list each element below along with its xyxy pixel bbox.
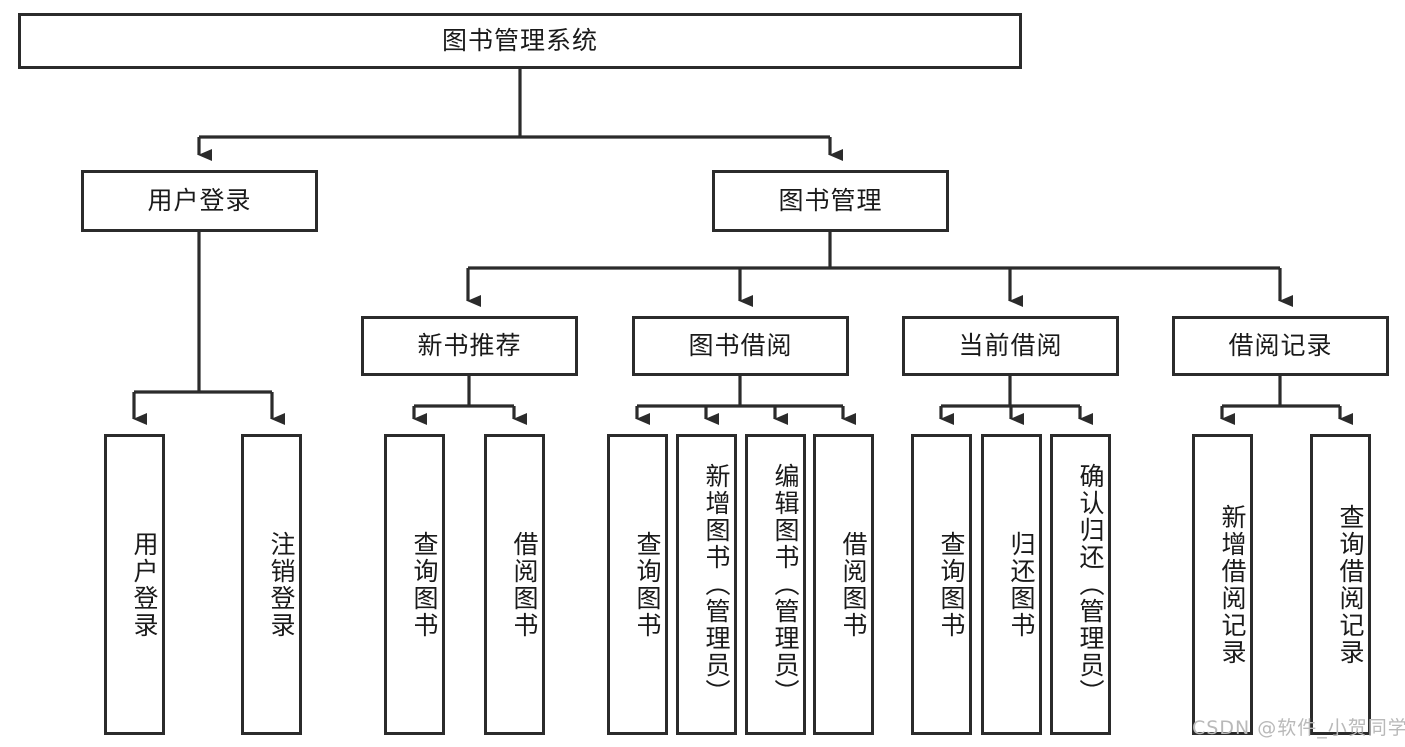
node-leaf-query-borrow-record-label: 查询借阅记录 bbox=[1336, 503, 1365, 666]
node-leaf-confirm-return[interactable]: 确认归还（管理员） bbox=[1050, 434, 1111, 735]
node-leaf-add-borrow-record-label: 新增借阅记录 bbox=[1218, 503, 1247, 666]
node-leaf-query-borrow-record[interactable]: 查询借阅记录 bbox=[1310, 434, 1371, 735]
node-leaf-query-book-2-label: 查询图书 bbox=[633, 530, 662, 639]
node-book-borrow[interactable]: 图书借阅 bbox=[632, 316, 849, 376]
node-leaf-confirm-return-label: 确认归还（管理员） bbox=[1076, 463, 1105, 706]
node-root[interactable]: 图书管理系统 bbox=[18, 13, 1022, 69]
node-book-manage[interactable]: 图书管理 bbox=[712, 170, 949, 232]
node-leaf-edit-book-label: 编辑图书（管理员） bbox=[771, 463, 800, 706]
node-leaf-add-book-label: 新增图书（管理员） bbox=[702, 463, 731, 706]
node-leaf-query-book-1-label: 查询图书 bbox=[410, 530, 439, 639]
node-leaf-query-book-3-label: 查询图书 bbox=[937, 530, 966, 639]
node-current-borrow-label: 当前借阅 bbox=[958, 331, 1063, 360]
node-leaf-logout-login-label: 注销登录 bbox=[267, 530, 296, 639]
node-leaf-return-book-label: 归还图书 bbox=[1007, 530, 1036, 639]
node-leaf-user-login-label: 用户登录 bbox=[130, 530, 159, 639]
node-user-login[interactable]: 用户登录 bbox=[81, 170, 318, 232]
node-leaf-query-book-1[interactable]: 查询图书 bbox=[384, 434, 445, 735]
node-borrow-record[interactable]: 借阅记录 bbox=[1172, 316, 1389, 376]
node-leaf-edit-book[interactable]: 编辑图书（管理员） bbox=[745, 434, 806, 735]
node-new-book-recommend-label: 新书推荐 bbox=[417, 331, 522, 360]
node-leaf-return-book[interactable]: 归还图书 bbox=[981, 434, 1042, 735]
node-current-borrow[interactable]: 当前借阅 bbox=[902, 316, 1119, 376]
node-new-book-recommend[interactable]: 新书推荐 bbox=[361, 316, 578, 376]
node-leaf-add-book[interactable]: 新增图书（管理员） bbox=[676, 434, 737, 735]
watermark: CSDN @软件_小贺同学 bbox=[1192, 717, 1405, 739]
node-leaf-query-book-2[interactable]: 查询图书 bbox=[607, 434, 668, 735]
node-book-borrow-label: 图书借阅 bbox=[688, 331, 793, 360]
node-root-label: 图书管理系统 bbox=[441, 26, 598, 55]
node-leaf-borrow-book-2-label: 借阅图书 bbox=[839, 530, 868, 639]
node-leaf-user-login[interactable]: 用户登录 bbox=[104, 434, 165, 735]
node-leaf-add-borrow-record[interactable]: 新增借阅记录 bbox=[1192, 434, 1253, 735]
node-leaf-borrow-book-1[interactable]: 借阅图书 bbox=[484, 434, 545, 735]
node-leaf-borrow-book-2[interactable]: 借阅图书 bbox=[813, 434, 874, 735]
node-user-login-label: 用户登录 bbox=[147, 186, 252, 215]
node-leaf-borrow-book-1-label: 借阅图书 bbox=[510, 530, 539, 639]
node-leaf-logout-login[interactable]: 注销登录 bbox=[241, 434, 302, 735]
node-borrow-record-label: 借阅记录 bbox=[1228, 331, 1333, 360]
node-book-manage-label: 图书管理 bbox=[778, 186, 883, 215]
node-leaf-query-book-3[interactable]: 查询图书 bbox=[911, 434, 972, 735]
